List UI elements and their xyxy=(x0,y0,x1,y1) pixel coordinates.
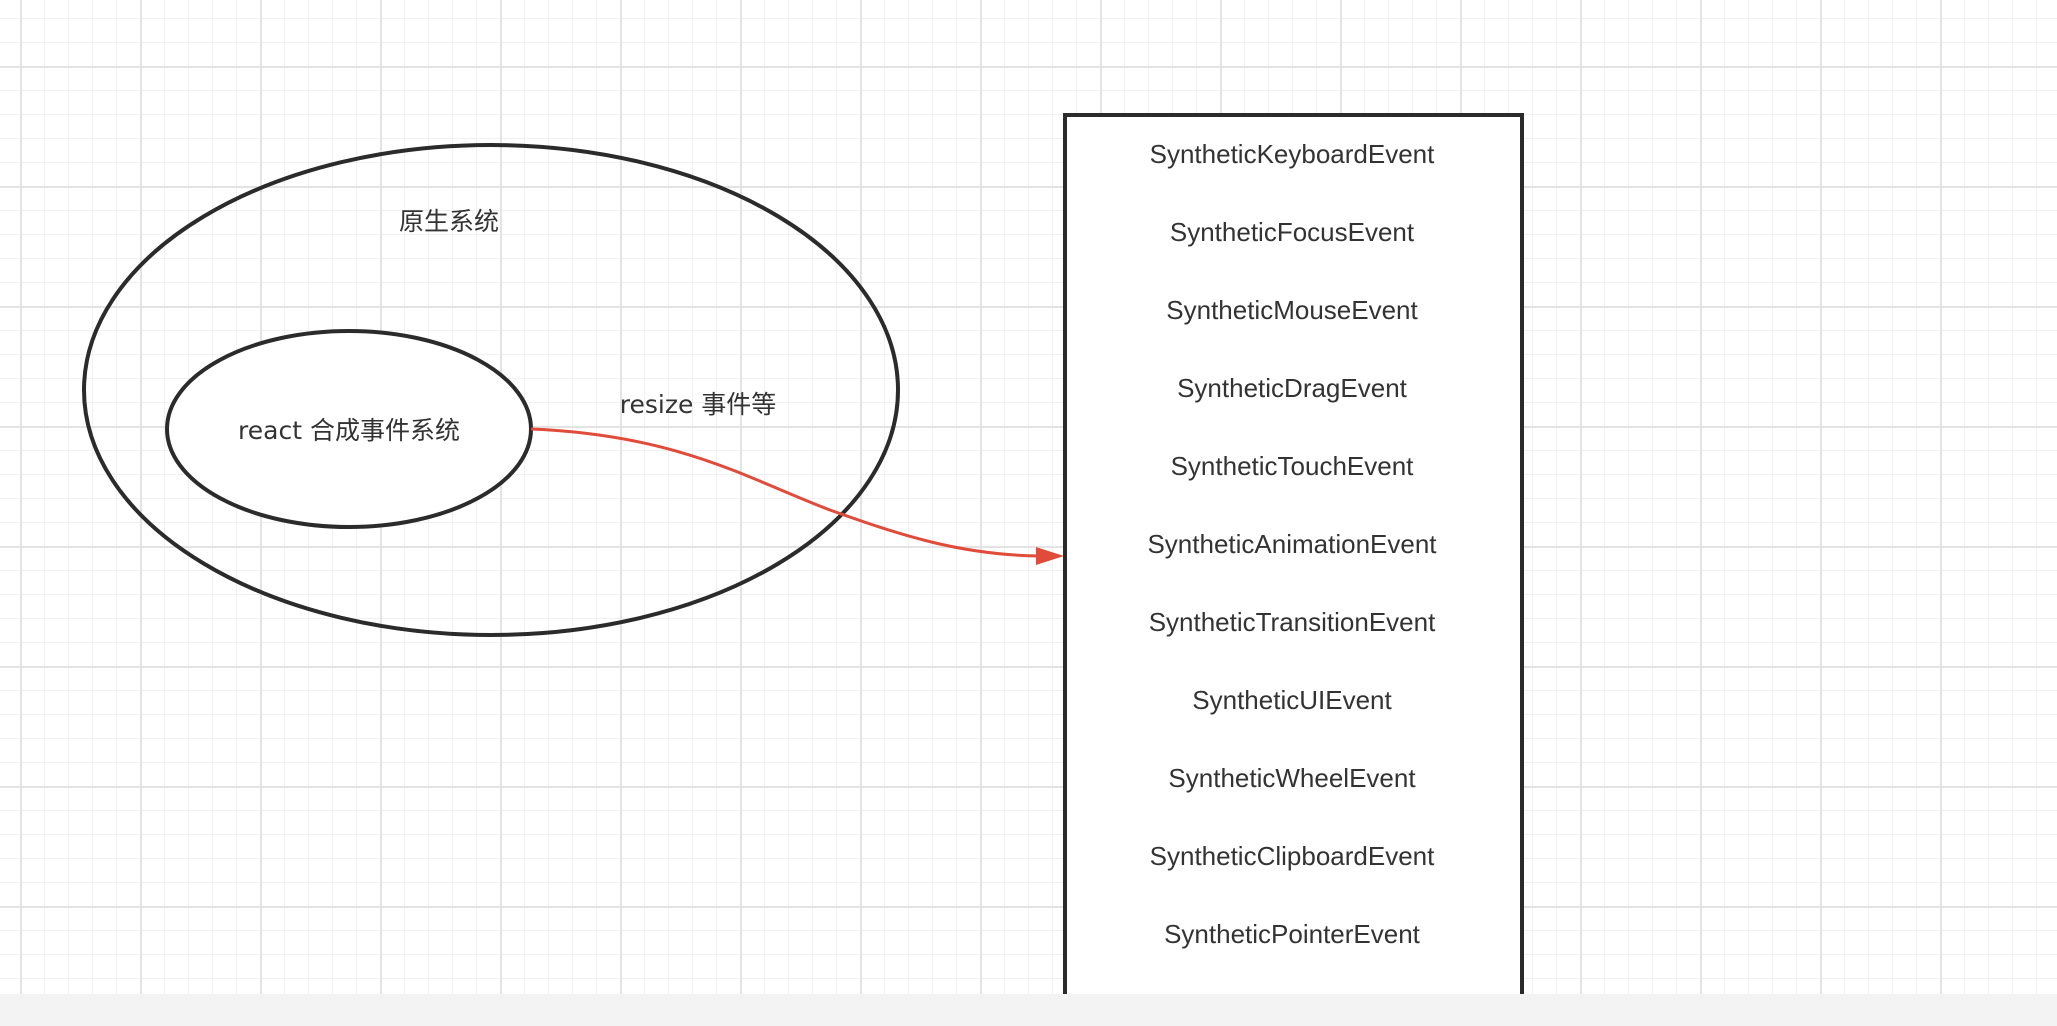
event-item: SyntheticClipboardEvent xyxy=(1150,841,1435,871)
event-item: SyntheticDragEvent xyxy=(1177,373,1408,403)
bottom-bar xyxy=(0,994,2057,1026)
native-system-ellipse[interactable] xyxy=(82,143,900,637)
event-item: SyntheticFocusEvent xyxy=(1170,217,1415,247)
event-item: SyntheticPointerEvent xyxy=(1164,919,1421,949)
synthetic-events-box[interactable] xyxy=(1063,113,1524,999)
native-system-label: 原生系统 xyxy=(399,207,499,236)
event-item: SyntheticTransitionEvent xyxy=(1149,607,1436,637)
synthetic-events-list: SyntheticKeyboardEventSyntheticFocusEven… xyxy=(1147,139,1437,949)
react-synthetic-system-label: react 合成事件系统 xyxy=(238,416,460,445)
event-item: SyntheticMouseEvent xyxy=(1166,295,1418,325)
event-item: SyntheticTouchEvent xyxy=(1171,451,1415,481)
event-item: SyntheticWheelEvent xyxy=(1168,763,1416,793)
resize-events-label: resize 事件等 xyxy=(620,390,777,419)
event-item: SyntheticAnimationEvent xyxy=(1147,529,1437,559)
event-item: SyntheticUIEvent xyxy=(1192,685,1392,715)
event-item: SyntheticKeyboardEvent xyxy=(1150,139,1436,169)
arrow-head-icon xyxy=(1036,547,1064,565)
connector-arrow[interactable] xyxy=(530,427,1041,558)
